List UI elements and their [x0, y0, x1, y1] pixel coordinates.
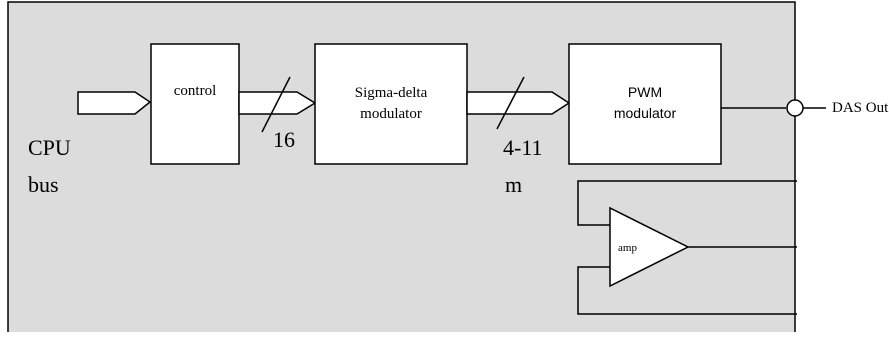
cpu-bus-label-line1: CPU: [28, 135, 71, 160]
bus-arrow-4-11: [466, 91, 571, 115]
amp-triangle: [609, 206, 690, 288]
cpu-bus-label-line2: bus: [28, 172, 59, 197]
control-block-label: control: [174, 83, 217, 99]
amp-label: amp: [618, 242, 637, 254]
sigma-delta-label-line2: modulator: [360, 106, 422, 122]
amp-bottom-feedback-wire: [577, 266, 797, 315]
bus-width-slash-4-11: [496, 76, 525, 130]
cpu-bus-arrow: [77, 91, 152, 115]
bus-width-range-line1: 4-11: [503, 135, 543, 160]
das-out-pin: [786, 99, 804, 117]
bus-width-range-line2: m: [505, 172, 522, 197]
pwm-block: [568, 43, 722, 165]
amp-top-feedback-wire: [577, 180, 797, 226]
sigma-delta-block: [314, 43, 468, 165]
sigma-delta-label-line1: Sigma-delta: [355, 85, 428, 101]
bus-width-slash-16: [261, 76, 291, 133]
bus-width-16-label: 16: [273, 127, 295, 152]
das-out-label: DAS Out: [832, 100, 889, 116]
pwm-label-line2: modulator: [614, 105, 677, 121]
pwm-label-line1: PWM: [628, 84, 662, 100]
control-block: [150, 43, 240, 165]
